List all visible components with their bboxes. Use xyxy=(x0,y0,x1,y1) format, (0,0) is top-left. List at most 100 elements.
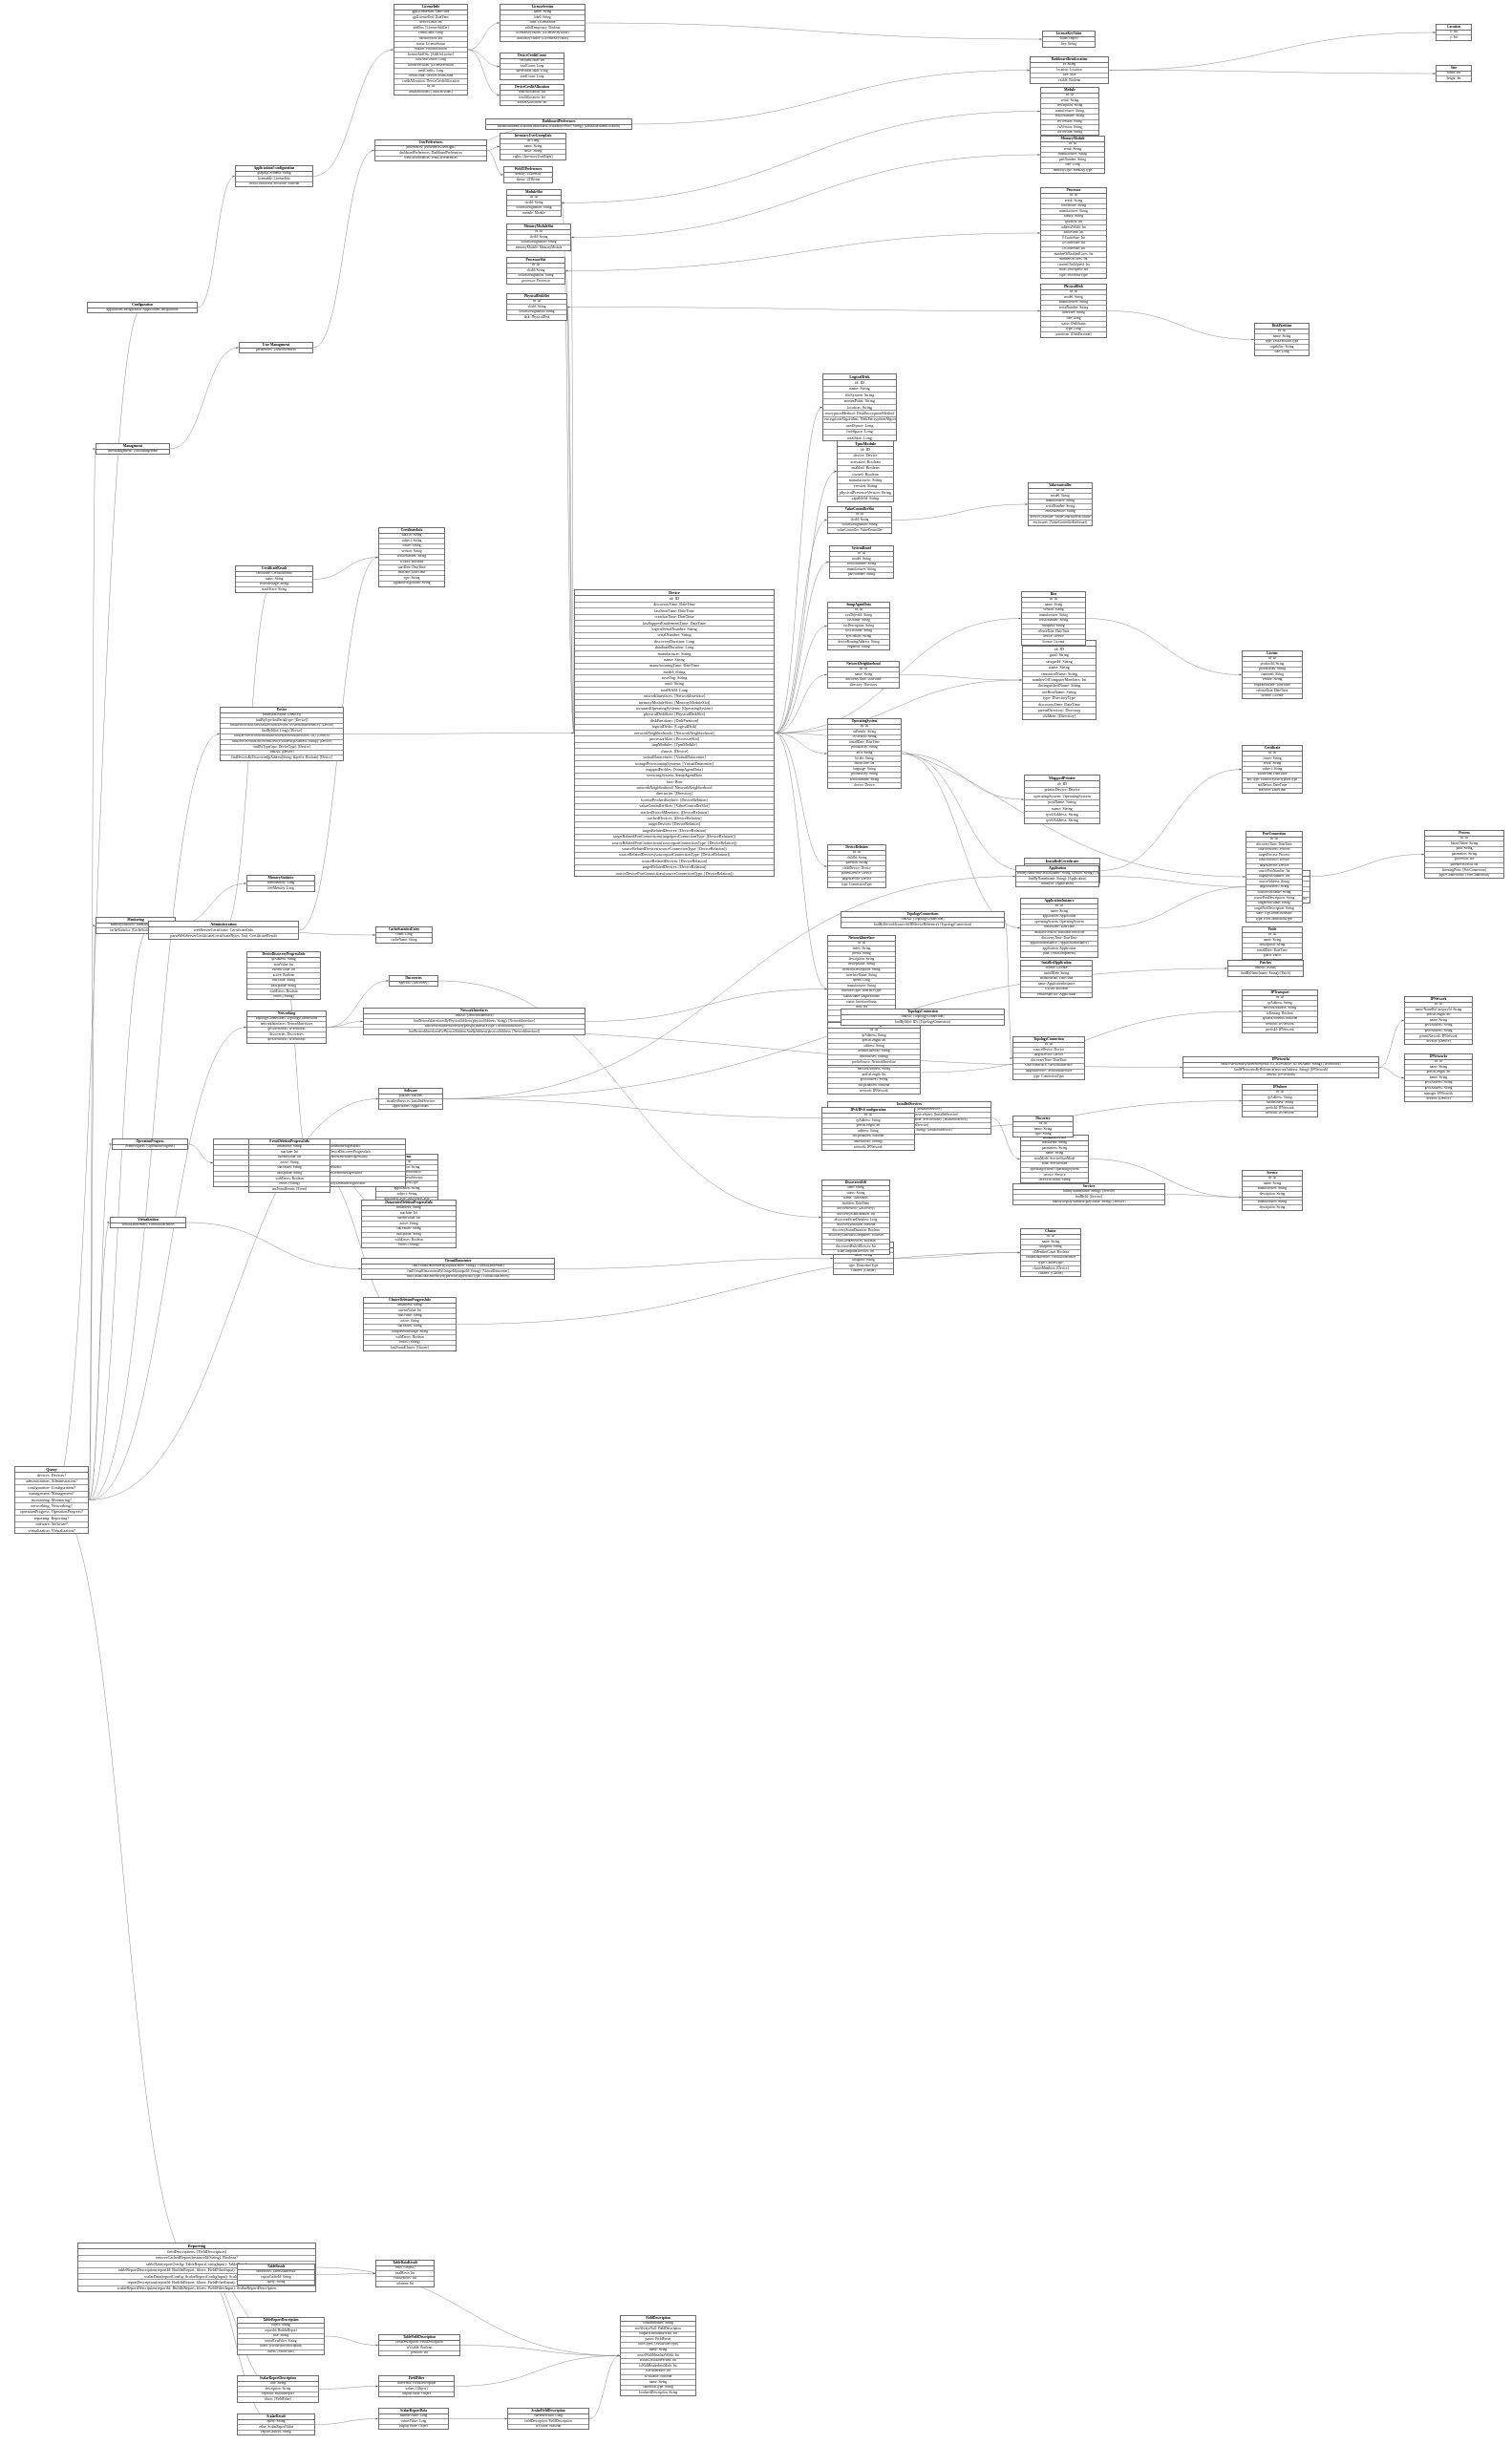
class-attribute: name: String xyxy=(823,387,896,393)
class-name: NetworkInterfaces xyxy=(364,1009,585,1014)
class-attribute: ipAddress: String xyxy=(1243,1095,1317,1101)
association-edge xyxy=(588,2354,621,2419)
association-edge xyxy=(554,1257,834,1269)
class-name: Process xyxy=(1425,831,1503,837)
class-attribute: errors: [String] xyxy=(273,994,294,999)
class-attribute: canonicalName: String xyxy=(1023,671,1096,678)
class-name: ProcessorSlot xyxy=(507,258,564,264)
class-attribute: memoryModuleSlots: [MemoryModuleSlot] xyxy=(575,700,774,707)
class-attribute: position: Int xyxy=(411,2350,428,2355)
class-name: CacheStatisticsEntry xyxy=(376,927,432,933)
association-edge xyxy=(88,925,96,1500)
association-edge xyxy=(1302,853,1425,878)
class-attribute: address: String xyxy=(822,1129,914,1135)
class-attribute: isVisible: Boolean xyxy=(535,2424,562,2429)
class-name: SnmpAgentData xyxy=(828,603,889,608)
class-attribute: parentNetwork: IPNetwork xyxy=(1405,1034,1472,1040)
class-attribute: dhcpEnabled: Boolean xyxy=(828,1084,920,1090)
class-attribute: instanceId: String xyxy=(362,1206,456,1212)
class-attribute: parameters: String xyxy=(1425,852,1503,858)
class-attribute: columns: Int xyxy=(395,2282,415,2286)
class-attribute: displayValue: Object xyxy=(398,2424,429,2429)
class-name: Processor xyxy=(1041,188,1106,194)
class-attribute: type: String xyxy=(1034,1132,1052,1137)
association-edge xyxy=(893,1251,1021,1259)
association-edge xyxy=(1004,919,1013,1059)
class-name: LogicalDisk xyxy=(823,374,896,381)
class-attribute: subValues: String xyxy=(249,1166,330,1172)
class-attribute: servicingSystem: SnmpAgentData xyxy=(575,774,774,780)
class-attribute: operatingSystem: OperatingSystem xyxy=(1025,794,1099,800)
class-attribute: manager: IPNetwork xyxy=(1405,1092,1472,1097)
class-attribute: subject: String xyxy=(376,1192,437,1198)
class-name: VirtualDatacenter xyxy=(362,1259,554,1265)
class-attribute: edition: ProductEdition xyxy=(394,48,467,53)
class-attribute: fwVersion: String xyxy=(1041,125,1098,131)
class-name: Networking xyxy=(247,1011,326,1017)
class-attribute: id: ID xyxy=(1041,290,1106,296)
class-attribute: webUIPasswordCertificate: Boolean xyxy=(248,181,300,186)
class-attribute: prefId: String xyxy=(828,952,895,958)
association-edge xyxy=(570,154,1041,238)
class-attribute: state: TcpConnectionState xyxy=(1246,912,1302,918)
class-attribute: numberValue: Long xyxy=(379,2414,448,2420)
class-attribute: id: ID xyxy=(1243,996,1317,1002)
association-edge xyxy=(88,1143,113,1500)
class-attribute: values: [Object] xyxy=(379,2387,454,2392)
class-attribute: ipAddress: String xyxy=(1243,1001,1317,1007)
association-edge xyxy=(585,988,828,1022)
association-edge xyxy=(774,625,828,734)
class-attribute: errors: [String] xyxy=(364,1341,456,1347)
association-edge xyxy=(564,232,1041,271)
class-attribute: type: ClusterType xyxy=(1021,1262,1080,1267)
class-name: LicenseInfo xyxy=(394,5,467,11)
class-attribute: tableReportDescription(reportId: BuiltIn… xyxy=(78,2268,315,2274)
association-edge xyxy=(312,556,379,580)
class-name: TableResult xyxy=(238,2264,314,2270)
class-attribute: prefixSource: NetworkInterface xyxy=(852,1060,896,1064)
association-edge xyxy=(467,49,500,96)
class-attribute: reportDescription(reportId: BuiltInRepor… xyxy=(78,2280,315,2286)
class-attribute: findByName(name: String): [Service] xyxy=(1013,1190,1164,1196)
class-attribute: childId: String xyxy=(828,856,885,861)
class-attribute: partNumber: String xyxy=(847,572,876,577)
association-edge xyxy=(1098,876,1252,888)
class-attribute: totalRAM: Long xyxy=(575,688,774,694)
class-attribute: size: Size xyxy=(1031,74,1108,79)
class-name: TopologyConnection xyxy=(841,1010,1004,1015)
class-attribute: cacheName: String xyxy=(391,938,417,942)
class-attribute: enclosures: [ValueControllerEnclosure] xyxy=(1033,521,1088,524)
class-attribute: manufacturer: String xyxy=(1041,153,1104,159)
class-attribute: id: ID xyxy=(1041,142,1104,148)
class-attribute: startMode: ServiceStartMode xyxy=(1021,1157,1088,1162)
class-attribute: source: EventSource xyxy=(376,1171,437,1177)
class-name: Management xyxy=(96,444,169,450)
class-attribute: notAlwaysNull: FieldDescription xyxy=(621,2327,695,2332)
class-attribute: findById(id: Long): [Device] xyxy=(221,729,343,734)
class-attribute: reportCacheId: String xyxy=(238,2275,314,2281)
class-attribute: ipv6Address: String xyxy=(1405,1087,1472,1093)
class-attribute: description: String xyxy=(828,957,895,963)
class-attribute: productId: String xyxy=(1243,662,1302,668)
class-attribute: installedServices: InstalledServices xyxy=(379,1099,442,1105)
class-attribute: preferences: UserPreferences xyxy=(255,348,296,352)
class-attribute: targetDevices: [DeviceRelation] xyxy=(575,822,774,829)
class-attribute: targetDevice: Device xyxy=(1013,1053,1084,1059)
association-edge xyxy=(901,753,1025,872)
class-attribute: coreModel: String xyxy=(1041,204,1106,210)
association-edge xyxy=(1378,1067,1405,1079)
